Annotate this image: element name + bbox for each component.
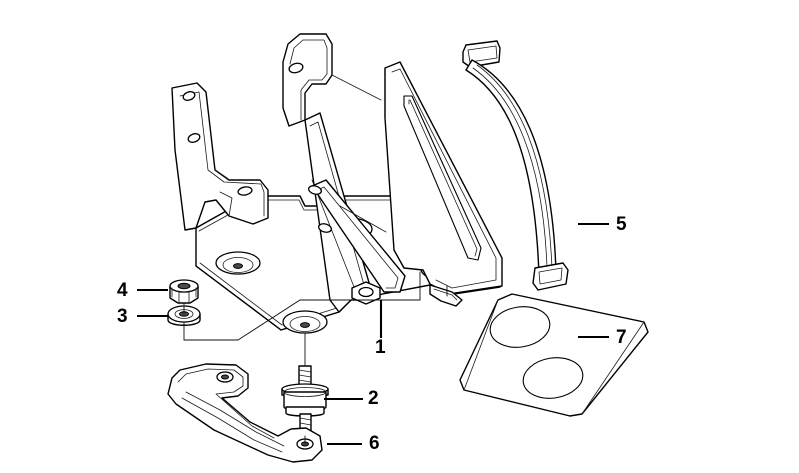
mat-hole-upper — [489, 306, 551, 348]
callout-number-6[interactable]: 6 — [369, 433, 380, 454]
tray-left-arm-inner-edge — [179, 91, 265, 217]
tray-rear-rail — [331, 74, 387, 233]
support-arm-bead2 — [181, 397, 283, 453]
support-arm-bead — [185, 391, 285, 447]
callout-leaders — [137, 222, 609, 446]
tray-right-wall-cutout — [403, 95, 482, 261]
part-lower-support-arm[interactable] — [167, 363, 323, 463]
nut-bore — [177, 282, 191, 290]
guide-washer-to-tray — [183, 321, 239, 341]
mount-rubber-top — [283, 387, 327, 397]
left-arm-hole-foot — [237, 186, 253, 196]
callout-number-2[interactable]: 2 — [368, 388, 379, 409]
strap-top-clip-inner — [467, 45, 498, 63]
callout-number-4[interactable]: 4 — [117, 280, 128, 301]
strap-band-inner-groove2 — [476, 64, 553, 271]
tray-diagonal-brace — [311, 179, 406, 293]
support-arm-hole-upper-bore — [221, 374, 229, 380]
mount-upper-threads — [298, 369, 312, 388]
support-arm-inner-edge — [177, 368, 275, 439]
tray-diagonal-brace-inner — [317, 186, 399, 289]
strap-band-inner-groove — [472, 67, 548, 269]
left-arm-hole-upper — [182, 91, 196, 101]
mat-plate-corner-bevel — [463, 299, 645, 415]
tray-rear-right-rib — [384, 67, 405, 269]
part-washer[interactable] — [167, 305, 201, 326]
part-hex-nut[interactable] — [169, 279, 199, 304]
center-web-hole-2 — [317, 223, 333, 233]
tray-center-upright-tab — [282, 33, 333, 127]
part-battery-tray-bracket[interactable] — [171, 33, 503, 334]
callout-number-1[interactable]: 1 — [375, 337, 386, 358]
nut-facet-lines — [171, 287, 197, 303]
mount-lower-threads — [299, 417, 312, 436]
callout-number-5[interactable]: 5 — [616, 214, 627, 235]
center-web-hole-1 — [307, 185, 323, 195]
tray-right-tongue-inner — [433, 288, 458, 301]
part-insulation-mat-plate[interactable] — [459, 293, 649, 417]
tray-right-side-wall — [384, 61, 503, 295]
center-web-hole-3 — [358, 286, 374, 298]
callout-number-3[interactable]: 3 — [117, 306, 128, 327]
part-rubber-mount-stud[interactable] — [281, 365, 329, 437]
support-arm-body — [167, 363, 323, 463]
callout-number-7[interactable]: 7 — [616, 327, 627, 348]
left-arm-hole-lower — [187, 133, 201, 143]
tray-left-arm — [171, 82, 269, 231]
tray-center-tab-inner — [289, 39, 328, 121]
tray-right-wall-cutout-inner — [408, 99, 478, 257]
strap-bottom-clip-inner — [538, 267, 563, 285]
center-tab-hole — [288, 62, 304, 74]
tray-right-wall-fold — [391, 68, 497, 289]
tray-left-arm-fold — [214, 169, 233, 217]
part-battery-hold-down-strap[interactable] — [462, 40, 569, 291]
strap-bottom-clip — [532, 262, 569, 291]
mat-hole-lower — [522, 357, 584, 399]
